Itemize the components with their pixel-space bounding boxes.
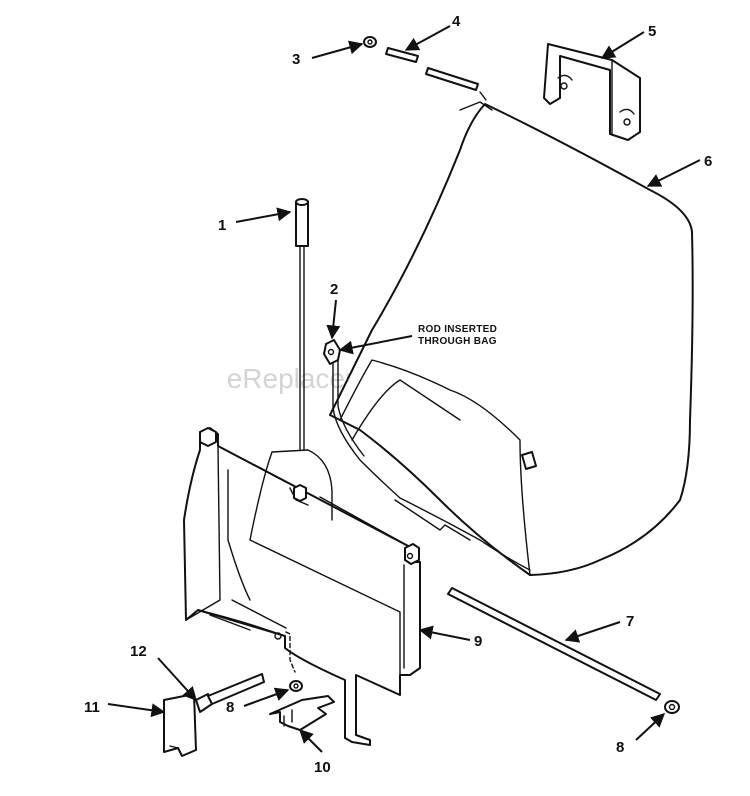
callout-8-right: 8 [616, 739, 624, 756]
leader-2 [326, 299, 341, 340]
callout-10: 10 [314, 759, 331, 776]
callout-11: 11 [84, 699, 100, 716]
callout-9: 9 [474, 633, 482, 650]
leader-10 [299, 729, 323, 753]
callout-1: 1 [218, 217, 226, 234]
leader-8-right [635, 713, 666, 741]
part-12-bolt[interactable] [195, 673, 265, 713]
leader-12 [157, 657, 197, 702]
leader-9 [418, 625, 471, 641]
callout-2: 2 [330, 281, 338, 298]
part-7-rod[interactable] [447, 587, 661, 701]
part-11-label[interactable] [163, 693, 197, 757]
leader-1 [235, 207, 292, 223]
part-5-bracket[interactable] [543, 43, 641, 141]
part-6-grass-bag[interactable] [329, 101, 694, 576]
bag-frame [332, 344, 537, 571]
callout-4: 4 [452, 13, 461, 30]
leader-3 [311, 40, 364, 59]
callout-12: 12 [130, 643, 147, 660]
part-1-rod[interactable] [295, 198, 309, 451]
part-9-frame[interactable] [183, 427, 421, 746]
leader-7 [564, 621, 621, 643]
part-2-clip[interactable] [323, 339, 341, 365]
part-8-nut-left[interactable] [289, 680, 303, 692]
callout-3: 3 [292, 51, 300, 68]
part-4-rod[interactable] [385, 47, 487, 101]
note-line-2: THROUGH BAG [418, 336, 497, 347]
leader-8-left [243, 687, 290, 707]
callout-5: 5 [648, 23, 656, 40]
leader-11 [107, 703, 166, 718]
leader-6 [646, 159, 701, 187]
mounting-hole [274, 631, 296, 673]
note-line-1: ROD INSERTED [418, 324, 497, 335]
part-3-nut[interactable] [363, 36, 377, 48]
leader-4 [404, 25, 451, 51]
leader-5 [600, 31, 645, 59]
callout-6: 6 [704, 153, 712, 170]
leader-note [338, 335, 413, 355]
part-10-clip[interactable] [269, 695, 335, 731]
callout-8-left: 8 [226, 699, 234, 716]
part-8-nut-right[interactable] [664, 700, 680, 714]
callout-7: 7 [626, 613, 634, 630]
